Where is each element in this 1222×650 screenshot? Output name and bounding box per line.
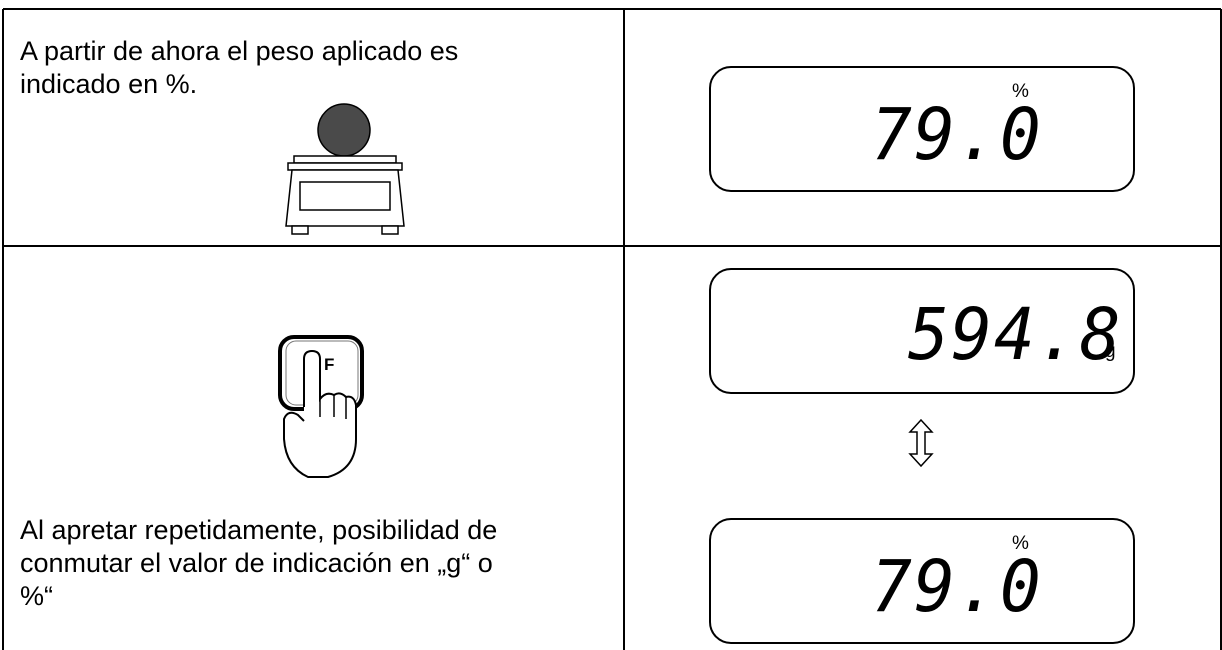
f-key-label: F bbox=[324, 355, 335, 374]
f-key-press-icon bbox=[278, 335, 364, 478]
step1-description-line1: A partir de ahora el peso aplicado es bbox=[20, 36, 459, 66]
double-arrow-up-down-icon bbox=[908, 418, 934, 468]
step2-description-line2: conmutar el valor de indicación en „g“ o bbox=[20, 548, 493, 578]
display-percent-step1: 79.0 % bbox=[709, 66, 1135, 192]
step2-description-line3: %“ bbox=[20, 581, 53, 611]
display-value: 79.0 bbox=[871, 94, 1043, 177]
display-value: 79.0 bbox=[871, 546, 1043, 629]
step2-left-cell: F Al apretar repetidamente, posibilidad … bbox=[4, 247, 623, 650]
display-unit: % bbox=[1012, 533, 1029, 554]
display-unit: g bbox=[1105, 341, 1116, 362]
display-grams: 594.8 g bbox=[709, 268, 1135, 394]
scale-with-weight-icon bbox=[285, 103, 405, 235]
step1-description-line2: indicado en %. bbox=[20, 69, 198, 99]
step1-left-cell: A partir de ahora el peso aplicado es in… bbox=[4, 10, 623, 245]
display-percent-step2: 79.0 % bbox=[709, 518, 1135, 644]
display-unit: % bbox=[1012, 81, 1029, 102]
display-value: 594.8 bbox=[908, 294, 1123, 377]
step2-description-line1: Al apretar repetidamente, posibilidad de bbox=[20, 515, 498, 545]
